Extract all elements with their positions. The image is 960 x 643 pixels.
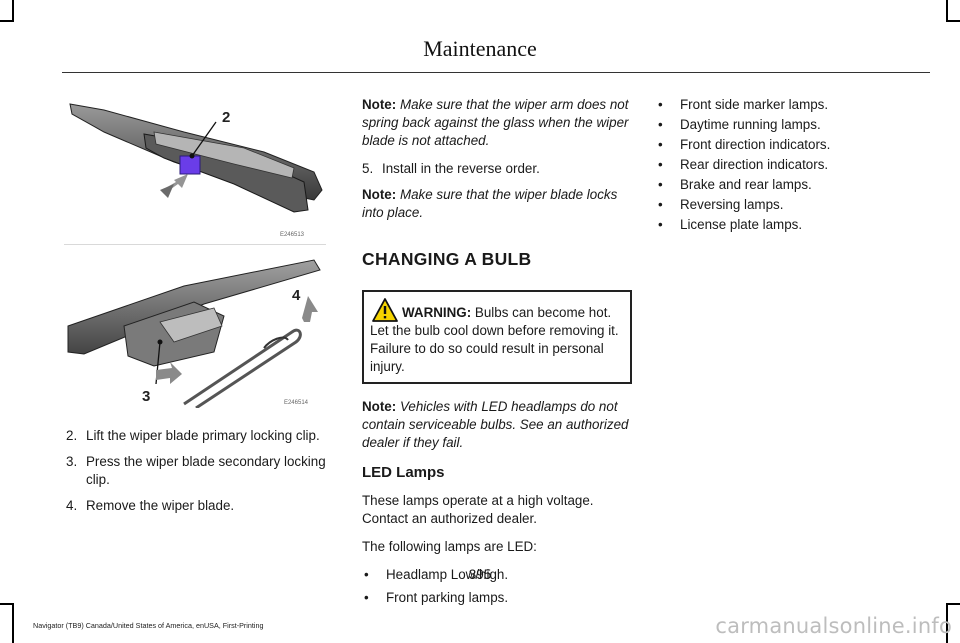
step-list: 2.Lift the wiper blade primary locking c… — [66, 427, 340, 515]
led-list-intro: The following lamps are LED: — [362, 539, 537, 554]
figure-id-bottom: E246514 — [284, 400, 309, 406]
list-item: •Front direction indicators. — [658, 137, 831, 152]
wiper-illustration-bottom: 3 4 E246514 — [67, 259, 321, 408]
crop-mark-bottom-right-h — [946, 603, 960, 605]
step-item: 2.Lift the wiper blade primary locking c… — [66, 428, 320, 443]
led-paragraph: These lamps operate at a high voltage. C… — [362, 493, 594, 526]
list-item: •License plate lamps. — [658, 217, 803, 232]
crop-mark-top-left-v — [12, 0, 14, 20]
list-item: •Reversing lamps. — [658, 197, 784, 212]
crop-mark-bottom-left-v — [12, 603, 14, 643]
figure-separator — [64, 244, 326, 245]
crop-mark-top-left-h — [0, 20, 14, 22]
list-item: •Front side marker lamps. — [658, 97, 829, 112]
warning-box: WARNING: Bulbs can become hot. Let the b… — [362, 290, 632, 384]
wiper-figure-secondary-clip: 3 4 E246514 — [64, 256, 326, 408]
page-header-title: Maintenance — [423, 36, 537, 61]
wiper-illustration-top: 2 E246513 — [69, 103, 323, 238]
note-wiper-arm: Note: Make sure that the wiper arm does … — [362, 97, 629, 148]
list-item: •Headlamp Low/high. — [364, 567, 509, 582]
column-middle: Note: Make sure that the wiper arm does … — [362, 96, 632, 612]
arrow-icon — [302, 296, 318, 322]
callout-3: 3 — [142, 388, 150, 405]
wiper-figure-primary-clip: 2 E246513 — [64, 92, 326, 240]
figure-id-top: E246513 — [280, 232, 305, 238]
note-led: Note: Vehicles with LED headlamps do not… — [362, 399, 629, 450]
warning-text: Let the bulb cool down before removing i… — [370, 323, 619, 374]
crop-mark-bottom-left-h — [0, 603, 14, 605]
step-item: 4.Remove the wiper blade. — [66, 498, 235, 513]
column-left-steps: 2.Lift the wiper blade primary locking c… — [66, 427, 340, 523]
warning-icon — [372, 298, 398, 322]
list-item: •Front parking lamps. — [364, 590, 509, 605]
step-item: 3.Press the wiper blade secondary lockin… — [66, 454, 326, 487]
crop-mark-top-right-h — [946, 20, 960, 22]
crop-mark-top-right-v — [946, 0, 948, 20]
subsection-title: LED Lamps — [362, 464, 445, 481]
header-rule — [62, 72, 930, 73]
footer-text: Navigator (TB9) Canada/United States of … — [33, 621, 264, 630]
arrow-icon — [156, 362, 182, 384]
callout-4: 4 — [292, 287, 301, 304]
led-lamp-list-continued: •Front side marker lamps. •Daytime runni… — [656, 96, 926, 234]
list-item: •Daytime running lamps. — [658, 117, 821, 132]
arrow-icon — [160, 174, 188, 198]
crop-mark-bottom-right-v — [946, 603, 948, 643]
note-wiper-lock: Note: Make sure that the wiper blade loc… — [362, 187, 618, 220]
page-number: 395 — [468, 567, 492, 582]
led-lamp-list: •Headlamp Low/high. •Front parking lamps… — [362, 566, 632, 607]
list-item: •Rear direction indicators. — [658, 157, 829, 172]
primary-clip-highlight — [179, 155, 201, 175]
section-title: CHANGING A BULB — [362, 249, 532, 269]
watermark: carmanualsonline.info — [715, 614, 952, 638]
list-item: •Brake and rear lamps. — [658, 177, 812, 192]
column-right: •Front side marker lamps. •Daytime runni… — [656, 96, 926, 236]
step-item: 5.Install in the reverse order. — [362, 161, 540, 176]
callout-2: 2 — [222, 109, 230, 126]
